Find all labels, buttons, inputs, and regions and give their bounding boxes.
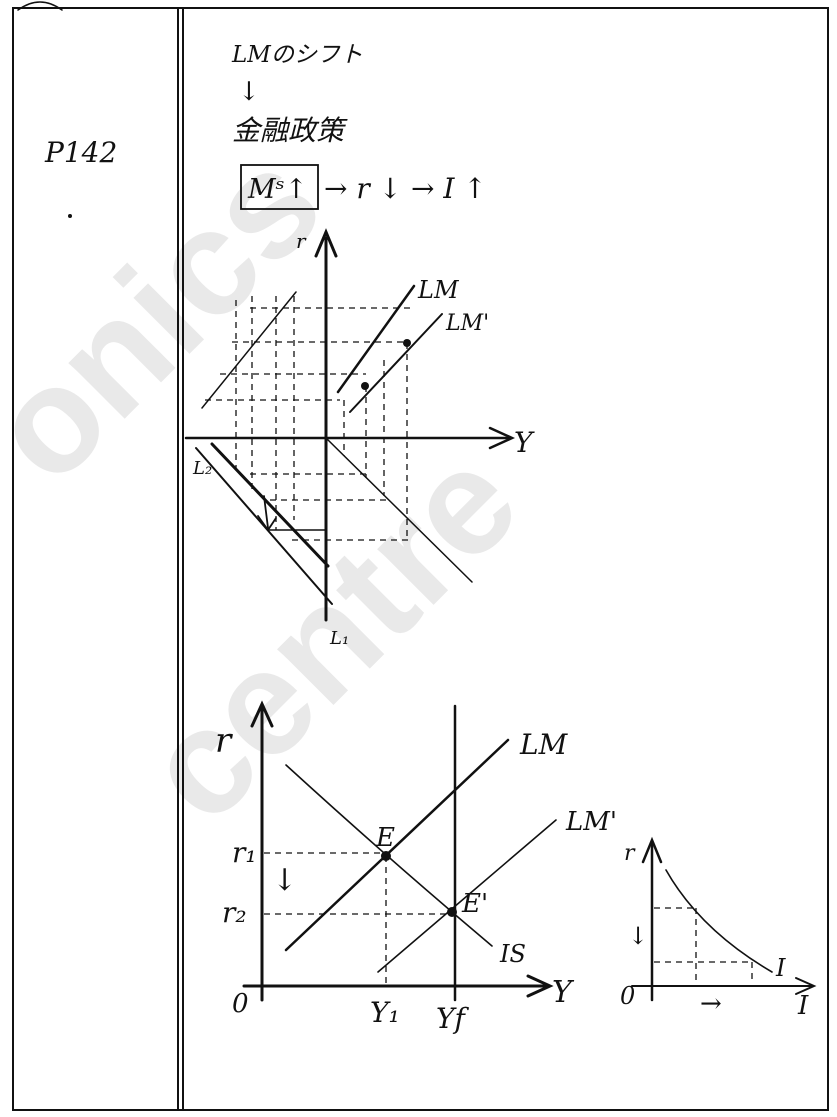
islm-is-label: IS xyxy=(499,940,526,968)
money-supply-box: Mˢ↑ xyxy=(247,174,307,205)
chain-text: → r ↓ → I ↑ xyxy=(324,172,487,205)
causal-chain: Mˢ↑ → r ↓ → I ↑ xyxy=(240,164,487,210)
fq-se-line xyxy=(325,437,473,583)
fq-lm-line xyxy=(336,284,416,394)
islm-e-label: E xyxy=(375,823,395,853)
islm-origin: 0 xyxy=(232,989,249,1019)
lm-prime-curve xyxy=(377,819,557,973)
islm-diagram: r Y 0 LM LM' IS E E' r₁ r₂ ↓ Y₁ Yf xyxy=(215,700,617,1035)
islm-lm-label: LM xyxy=(519,728,569,761)
lm-curve xyxy=(284,738,510,952)
yf-label: Yf xyxy=(436,1002,469,1035)
islm-lm-prime-label: LM' xyxy=(565,807,617,837)
page-frame xyxy=(12,1,829,1111)
inv-down-arrow-icon: ↓ xyxy=(628,922,648,950)
fq-l1-label: L₁ xyxy=(329,628,349,649)
fq-l1-line xyxy=(195,447,333,605)
r2-label: r₂ xyxy=(222,896,247,929)
watermark: onics centre xyxy=(0,118,549,853)
shift-label: LMのシフト xyxy=(231,42,363,68)
fq-y-label: Y xyxy=(514,426,535,459)
fq-lm-label: LM xyxy=(417,276,460,304)
fq-l2-label: L₂ xyxy=(192,458,212,479)
margin-dot xyxy=(68,214,72,218)
fq-r-label: r xyxy=(296,229,307,253)
fq-l2-line xyxy=(210,442,330,568)
four-quadrant-diagram: r Y LM LM' L₂ L₁ xyxy=(184,228,535,649)
fq-lm-prime-label: LM' xyxy=(445,311,489,336)
islm-down-arrow-icon: ↓ xyxy=(272,863,297,898)
equilibrium-e-prime xyxy=(447,907,457,917)
heading-notes: LMのシフト ↓ 金融政策 xyxy=(231,42,363,147)
page-number: P142 xyxy=(44,136,117,169)
inv-right-arrow-icon: → xyxy=(700,989,722,1019)
investment-curve xyxy=(665,869,773,973)
inv-r-label: r xyxy=(624,841,636,866)
inv-i-label: I xyxy=(797,991,809,1021)
policy-label: 金融政策 xyxy=(232,114,348,147)
fq-nw-line xyxy=(201,291,297,409)
down-arrow-icon: ↓ xyxy=(238,77,260,107)
fq-lm-prime-line xyxy=(349,313,443,413)
islm-y-label: Y xyxy=(552,975,575,1010)
islm-e-prime-label: E' xyxy=(461,889,488,919)
inv-curve-label: I xyxy=(775,954,786,982)
y1-label: Y₁ xyxy=(370,996,400,1029)
r1-label: r₁ xyxy=(232,836,257,869)
islm-r-label: r xyxy=(215,721,233,761)
investment-diagram: r I 0 I ↓ → xyxy=(620,836,817,1021)
inv-origin: 0 xyxy=(620,982,635,1010)
